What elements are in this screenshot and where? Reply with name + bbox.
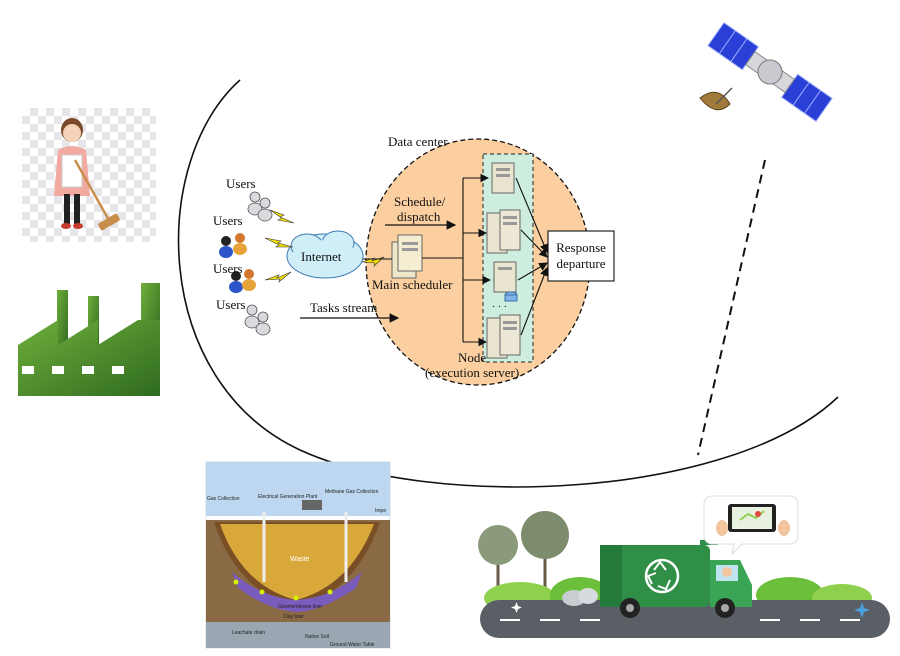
garbage-truck: [600, 540, 752, 618]
landfill-label-methane: Methane Gas Collection: [325, 489, 379, 495]
server-1: [491, 162, 515, 194]
main-scheduler-label: Main scheduler: [372, 277, 453, 292]
users-group-4: [244, 304, 271, 336]
users-label-4: Users: [216, 297, 246, 312]
landfill-label-native: Native Soil: [305, 634, 329, 640]
response-box: [547, 230, 615, 282]
data-center-label: Data center: [388, 134, 448, 149]
node-label-line2: (execution server): [425, 365, 520, 380]
schedule-label-line1: Schedule/: [394, 194, 446, 209]
landfill-label-clay: Clay liner: [283, 614, 304, 620]
lightning-2: [264, 237, 294, 248]
landfill-label-groundwater: Ground Water Table: [330, 642, 375, 648]
users-group-3: [229, 269, 256, 293]
response-label-line1: Response: [556, 240, 606, 255]
landfill-label-geomembrane: Geomembrane liner: [278, 604, 323, 610]
landfill-waste-label: Waste: [290, 556, 310, 563]
landfill-label-gas: Gas Collection: [207, 496, 240, 502]
node-label-line1: Node: [458, 350, 487, 365]
dashed-link: [697, 159, 766, 456]
server-3: [493, 261, 518, 302]
tasks-stream-label: Tasks stream: [310, 300, 378, 315]
server-ellipsis: · · ·: [492, 302, 507, 313]
big-arc: [177, 79, 839, 488]
users-label-2: Users: [213, 213, 243, 228]
response-label-line2: departure: [556, 256, 606, 271]
internet-label: Internet: [301, 249, 342, 264]
main-scheduler-server: [391, 234, 423, 279]
server-2: [486, 209, 521, 254]
landfill-label-electric: Electrical Generation Plant: [258, 494, 318, 500]
lightning-3: [264, 271, 292, 283]
users-group-1: [247, 191, 273, 222]
landfill-label-impe: Impe: [375, 508, 387, 514]
users-label-1: Users: [226, 176, 256, 191]
users-label-3: Users: [213, 261, 243, 276]
schedule-label-line2: dispatch: [397, 209, 441, 224]
cleaner-panel: [22, 108, 156, 242]
users-group-2: [219, 233, 247, 258]
landfill-label-leachate: Leachate drain: [232, 630, 266, 636]
road: [480, 600, 890, 638]
lightning-1: [269, 209, 295, 224]
internet-cloud: [286, 230, 364, 279]
